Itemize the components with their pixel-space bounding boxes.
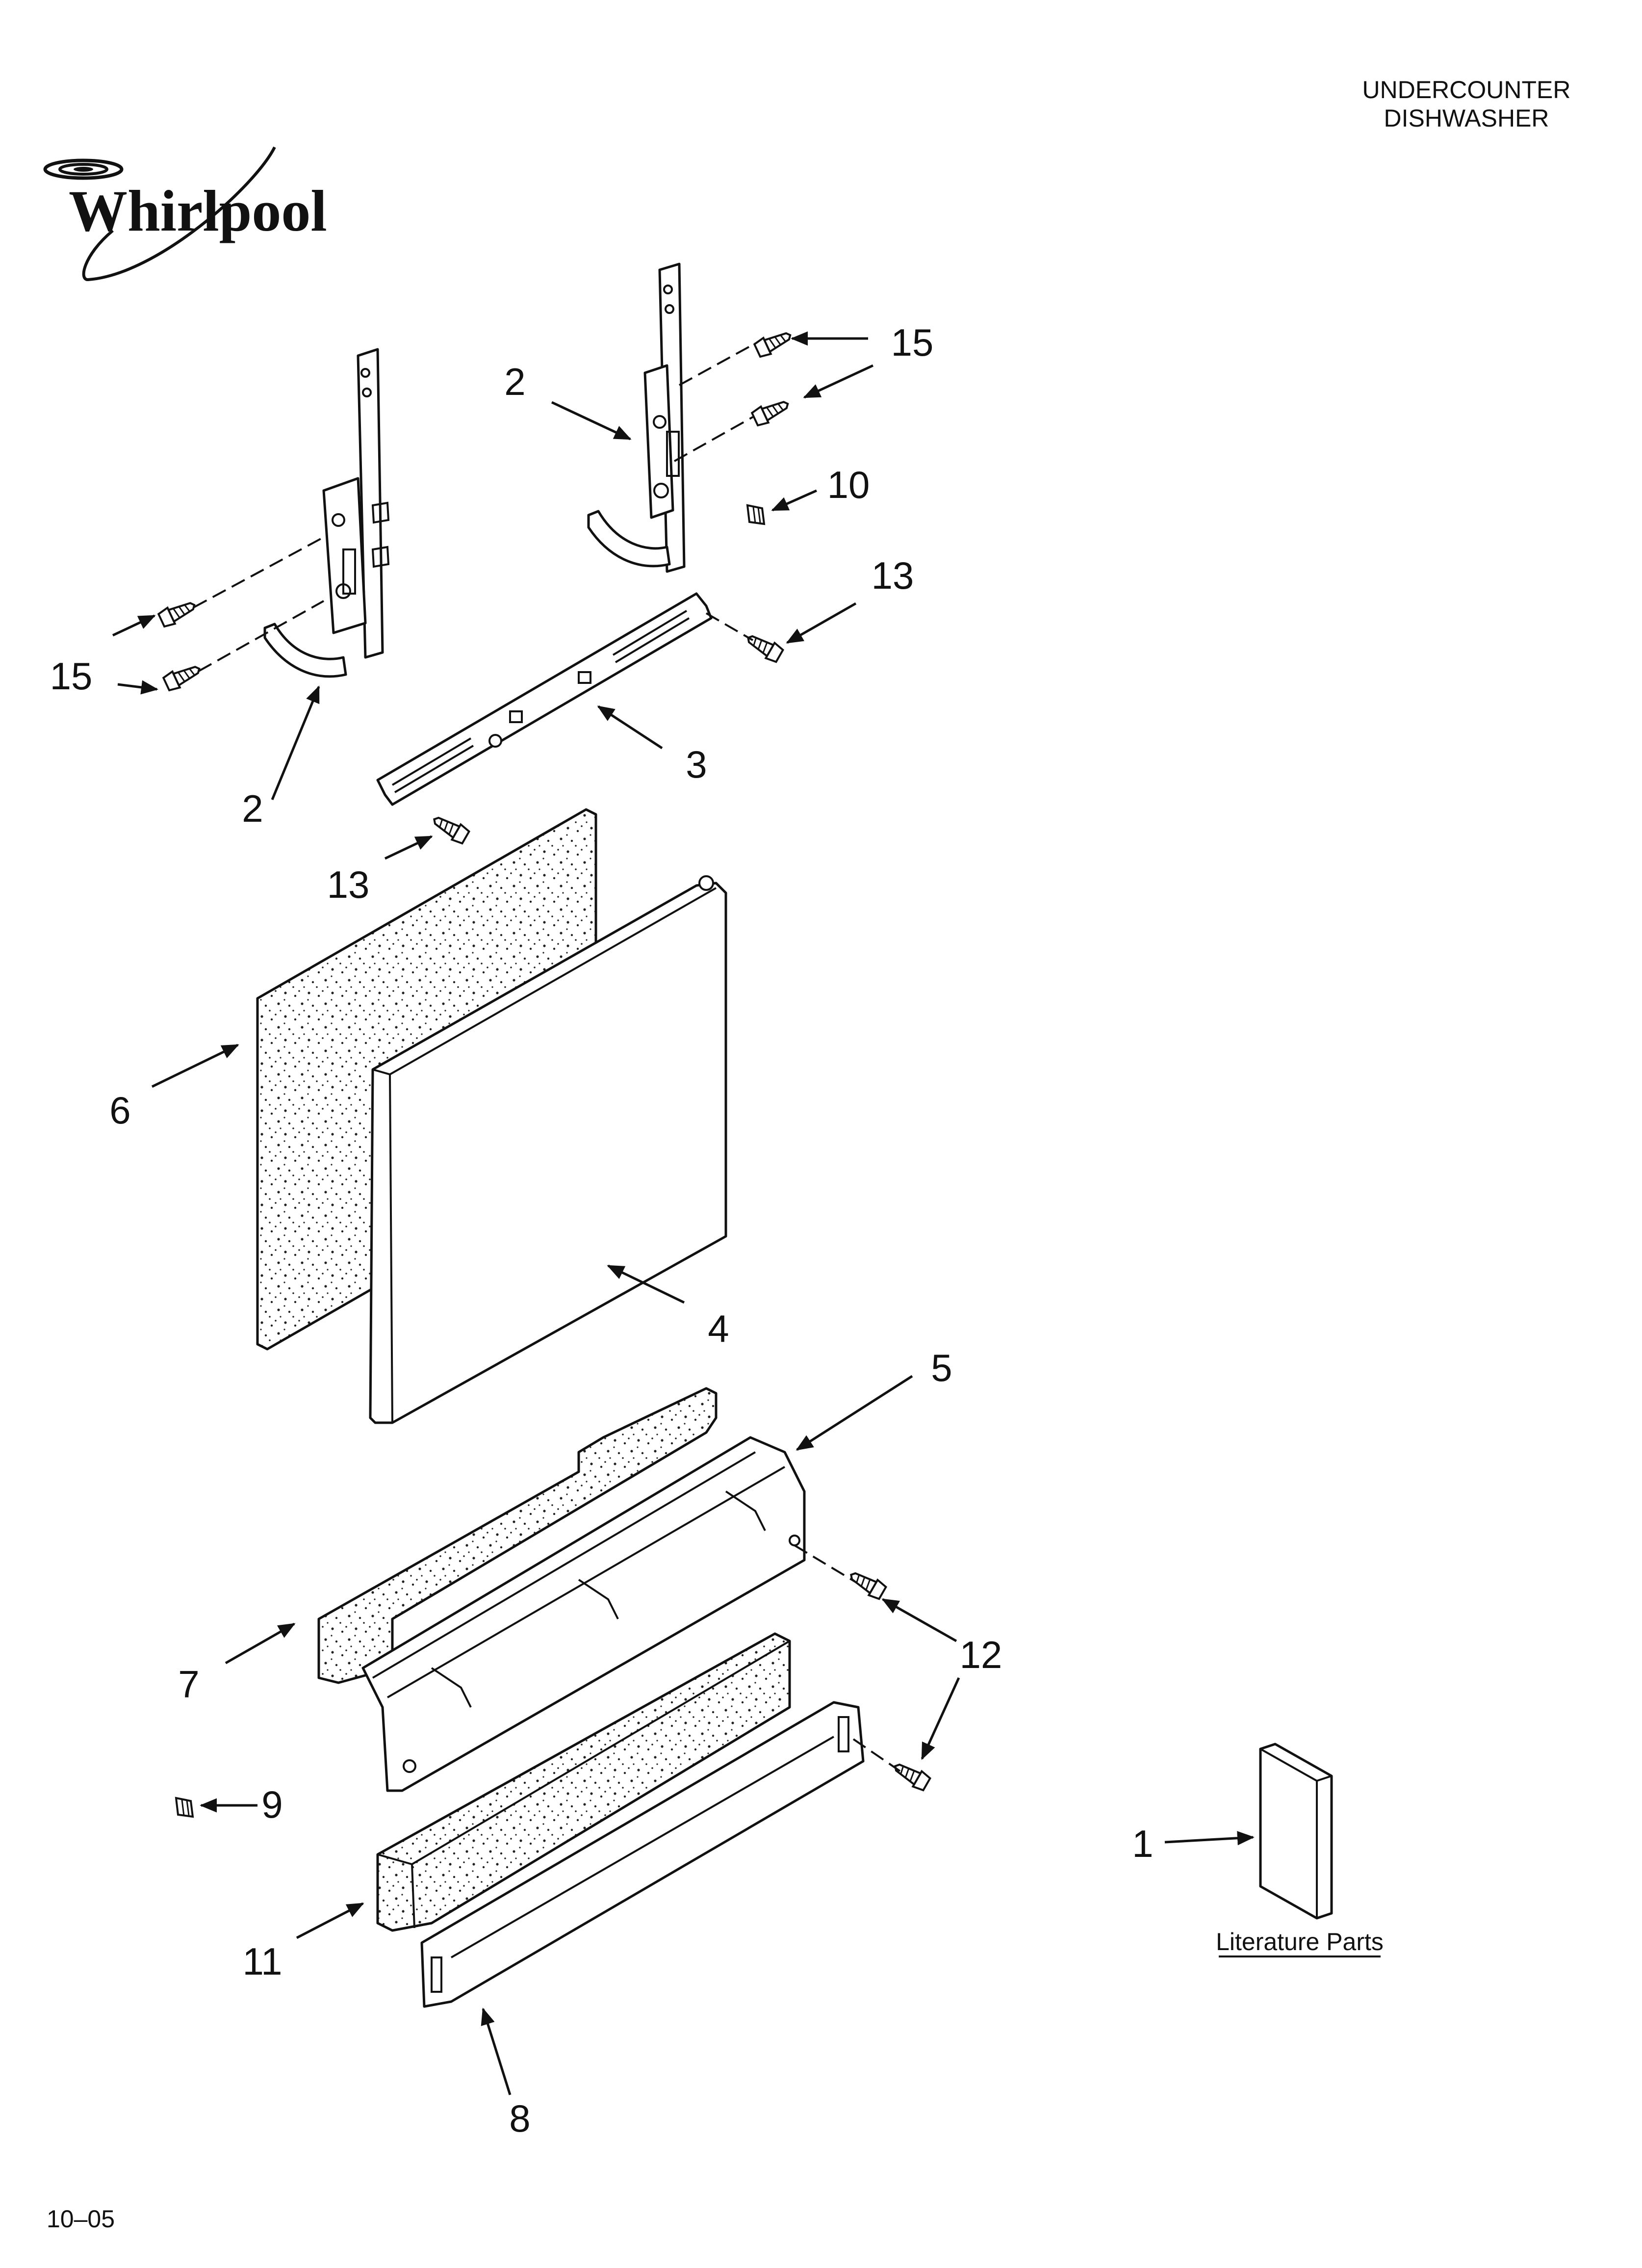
hinge-bracket-left bbox=[263, 348, 390, 678]
callout-2-lower: 2 bbox=[242, 787, 263, 830]
callout-6: 6 bbox=[109, 1089, 130, 1132]
screw-icon bbox=[161, 659, 204, 693]
clip-icon bbox=[175, 1797, 194, 1818]
screw-icon bbox=[743, 629, 785, 665]
kickplate bbox=[420, 1701, 865, 2008]
literature-booklet-icon bbox=[1259, 1743, 1333, 1920]
literature-parts-label: Literature Parts bbox=[1216, 1928, 1384, 1955]
header-line-2: DISHWASHER bbox=[1384, 104, 1549, 132]
callout-3: 3 bbox=[686, 743, 707, 786]
callout-4: 4 bbox=[708, 1307, 729, 1350]
screw-icon bbox=[890, 1757, 932, 1793]
callout-2-upper: 2 bbox=[504, 360, 525, 403]
top-rail bbox=[376, 592, 713, 806]
callout-11: 11 bbox=[243, 1940, 282, 1983]
callout-10: 10 bbox=[827, 463, 870, 506]
callout-7: 7 bbox=[178, 1663, 199, 1706]
logo-swirl-icon bbox=[43, 158, 124, 180]
screw-icon bbox=[752, 326, 795, 360]
callout-13-left: 13 bbox=[327, 863, 370, 906]
callout-5: 5 bbox=[931, 1346, 952, 1389]
kickplate-insulation bbox=[376, 1632, 791, 1932]
screw-icon bbox=[846, 1566, 888, 1602]
door-panel bbox=[369, 875, 727, 1424]
whirlpool-logo: Whirlpool bbox=[43, 146, 327, 281]
logo-wordmark: Whirlpool bbox=[69, 178, 327, 243]
screw-icon bbox=[429, 810, 471, 846]
access-panel bbox=[361, 1436, 806, 1792]
callout-9: 9 bbox=[261, 1783, 282, 1826]
callout-13-right: 13 bbox=[872, 554, 914, 597]
hinge-bracket-right bbox=[587, 262, 686, 573]
callout-8: 8 bbox=[509, 2097, 530, 2140]
callout-15-right: 15 bbox=[891, 321, 934, 364]
header-line-1: UNDERCOUNTER bbox=[1362, 76, 1571, 104]
callout-1: 1 bbox=[1132, 1822, 1153, 1865]
callout-15-left: 15 bbox=[50, 654, 93, 698]
callout-12: 12 bbox=[960, 1633, 1002, 1676]
screw-icon bbox=[750, 394, 793, 428]
clip-icon bbox=[746, 504, 765, 525]
screw-icon bbox=[156, 596, 199, 629]
footer-code: 10–05 bbox=[47, 2205, 115, 2233]
access-panel-insulation bbox=[317, 1387, 718, 1684]
